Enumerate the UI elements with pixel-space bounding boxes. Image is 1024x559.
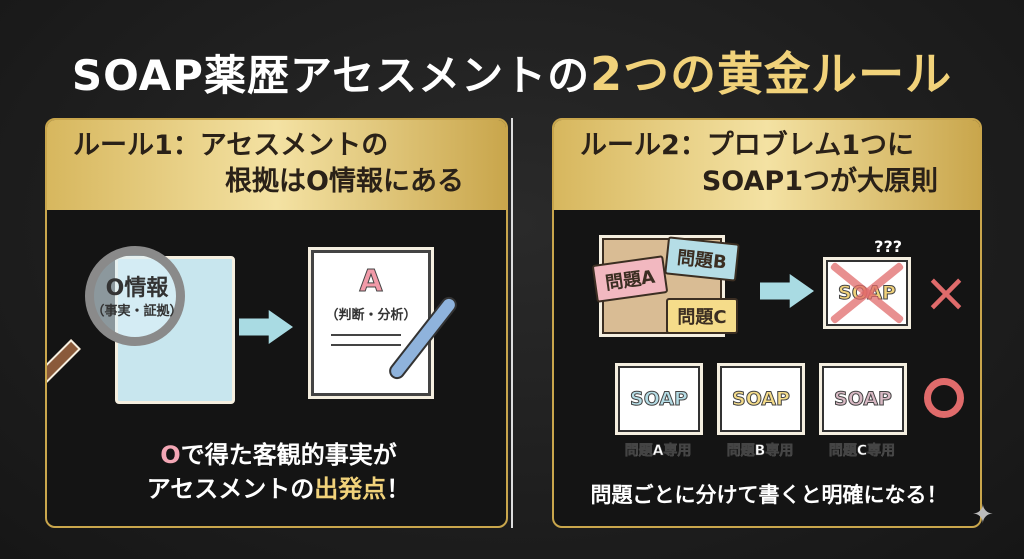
rule1-heading-line2: 根拠はO情報にある bbox=[225, 166, 464, 197]
arrow-right-icon bbox=[239, 310, 293, 344]
rule2-heading-line1: ルール2：プロブレム1つに bbox=[580, 130, 915, 161]
a-title: A bbox=[359, 264, 383, 300]
bottom-line2: アセスメントの bbox=[146, 475, 315, 503]
o-highlight: O bbox=[160, 441, 181, 469]
page-title: SOAP薬歴アセスメントの2つの黄金ルール bbox=[0, 38, 1024, 104]
o-info-subtitle: （事実・証拠） bbox=[91, 304, 183, 319]
divider bbox=[511, 118, 513, 528]
assessment-paper bbox=[308, 247, 434, 399]
start-point-highlight: 出発点 bbox=[314, 475, 387, 503]
rule2-heading-line2: SOAP1つが大原則 bbox=[701, 166, 938, 197]
problem-box-c: 問題C bbox=[666, 298, 738, 334]
soap-card-a: SOAP bbox=[615, 363, 703, 435]
rule1-heading-line1: ルール1：アセスメントの bbox=[73, 130, 389, 161]
soap-card-c: SOAP bbox=[819, 363, 907, 435]
problem-box-b: 問題B bbox=[664, 236, 740, 282]
magnifier-icon bbox=[85, 246, 185, 346]
soap-label-b: 問題B専用 bbox=[726, 443, 794, 460]
magnifier-handle bbox=[47, 339, 81, 386]
bottom-line1: で得た客観的事実が bbox=[180, 441, 397, 469]
rule1-header: ルール1：アセスメントの 根拠はO情報にある bbox=[47, 120, 506, 210]
rule1-bottom-text: Oで得た客観的事実が アセスメントの出発点！ bbox=[47, 438, 506, 506]
soap-label-c: 問題C専用 bbox=[828, 443, 896, 460]
rule2-header: ルール2：プロブレム1つに SOAP1つが大原則 bbox=[554, 120, 980, 210]
bad-mark-icon: × bbox=[923, 261, 969, 324]
title-main: SOAP薬歴アセスメントの bbox=[71, 51, 591, 100]
o-info-title: O情報 bbox=[105, 276, 169, 301]
question-marks: ??? bbox=[874, 237, 902, 256]
arrow-right-icon bbox=[760, 274, 814, 308]
title-highlight: 2つの黄金ルール bbox=[590, 47, 953, 101]
rule2-panel: ルール2：プロブレム1つに SOAP1つが大原則 問題A 問題B 問題C ???… bbox=[552, 118, 982, 528]
bad-soap-card: SOAP bbox=[823, 257, 911, 329]
sparkle-icon: ✦ bbox=[972, 500, 994, 530]
paper-lines bbox=[331, 334, 401, 346]
soap-label-a: 問題A専用 bbox=[624, 443, 692, 460]
rule2-bottom-text: 問題ごとに分けて書くと明確になる！ bbox=[590, 483, 948, 507]
soap-card-b: SOAP bbox=[717, 363, 805, 435]
good-mark-icon bbox=[924, 378, 964, 418]
exclamation: ！ bbox=[386, 475, 411, 503]
rule1-panel: ルール1：アセスメントの 根拠はO情報にある O情報 （事実・証拠） A （判断… bbox=[45, 118, 508, 528]
a-subtitle: （判断・分析） bbox=[325, 308, 417, 323]
